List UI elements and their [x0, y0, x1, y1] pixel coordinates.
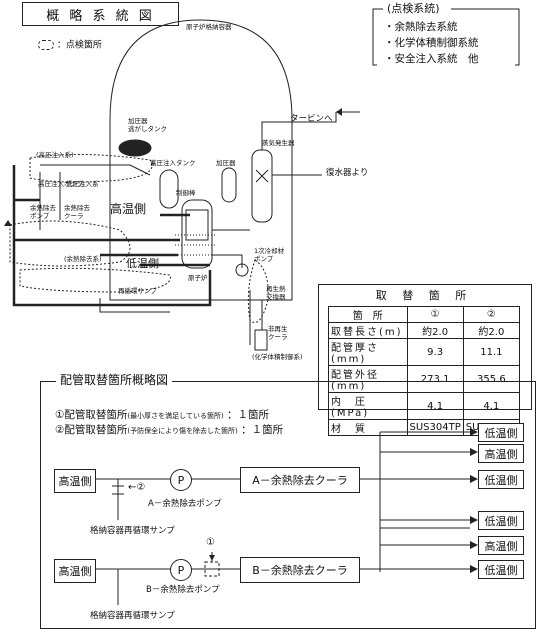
rhr-loop [12, 165, 212, 307]
rhr-cooler-label: 余熱除去 クーラ [64, 204, 90, 220]
accumulator-label: 蓄圧注入タンク [150, 159, 196, 167]
containment-label: 原子炉格納容器 [186, 23, 232, 31]
cloud-icon [38, 40, 54, 50]
hot-side-box-a: 高温側 [54, 469, 96, 493]
inspection-item: ・安全注入系統 他 [384, 53, 479, 65]
note-1-paren: (最小厚さを満足している箇所) [127, 412, 224, 420]
outlet-a-2: 高温側 [478, 444, 524, 463]
note-2-paren: (予防保全により傷を除去した箇所) [127, 427, 238, 435]
inspection-cloud [29, 153, 153, 183]
note-1-count: ：１箇所 [227, 409, 270, 421]
pump-a-label: A－余熱除去ポンプ [148, 499, 222, 509]
outlet-a-1: 低温側 [478, 423, 524, 442]
containment-vessel [109, 19, 293, 301]
note-2-count: ：１箇所 [241, 424, 284, 436]
note-2: ②配管取替箇所(予防保全により傷を除去した箇所) ：１箇所 [55, 425, 283, 436]
inspection-cloud [9, 220, 131, 267]
table-cell: 配管外径(mm) [328, 365, 408, 393]
inspection-item: ・化学体積制御系統 [384, 37, 479, 49]
pump-a-symbol: P [170, 469, 192, 491]
reactor-vessel [181, 199, 213, 269]
rhr-pump-label: 余熱除去 ポンプ [30, 204, 56, 220]
summary-frame [40, 381, 536, 629]
inspection-bracket [372, 8, 520, 66]
outlet-b-1: 低温側 [478, 511, 524, 530]
inspection-cloud [19, 267, 171, 293]
cvcs-label: (化学体積制御系) [252, 353, 303, 361]
replacement-title: 取 替 箇 所 [375, 289, 473, 302]
outlet-b-2: 高温側 [478, 536, 524, 555]
sump-label-a: 格納容器再循環サンプ [90, 526, 175, 536]
note-2-main: ②配管取替箇所 [55, 424, 128, 436]
hp-pump-label: 高圧注入ポンプ [38, 180, 84, 188]
outlet-a-3: 低温側 [478, 470, 524, 489]
rhr-system-label: (余熱除去系) [64, 255, 102, 263]
turbine-label: タービンへ [290, 114, 333, 124]
page-title: 概 略 系 統 図 [22, 2, 179, 26]
cooler-b-box: B－余熱除去クーラ [240, 557, 360, 583]
recirc-sump-label: 再循環サンプ [118, 287, 157, 295]
lp-injection-label: 低圧注入系 [66, 180, 99, 188]
marker-2: ←② [128, 482, 146, 493]
inspection-item: ・余熱除去系統 [384, 21, 458, 33]
flow-arrows [209, 428, 478, 573]
regen-hx-label: 再生熱 交換器 [266, 285, 286, 301]
table-row: 配管厚さ(mm) 9.3 11.1 [328, 338, 521, 366]
table-cell: 4.1 [462, 392, 521, 420]
inspection-cloud [247, 259, 269, 323]
table-cell: 11.1 [462, 338, 521, 366]
pressurizer-label: 加圧器 [216, 159, 236, 167]
sg-label: 蒸気発生器 [262, 139, 295, 147]
hot-leg-label: 高温側 [110, 202, 147, 216]
cooler-a-box: A－余熱除去クーラ [240, 467, 360, 493]
table-cell: 273.1 [406, 365, 464, 393]
hp-injection-label: (高圧注入系) [36, 151, 74, 159]
table-row: 内 圧(MPa) 4.1 4.1 [328, 392, 521, 420]
hot-side-box-b: 高温側 [54, 559, 96, 583]
letdown-cooler-label: 非再生 クーラ [268, 325, 288, 341]
note-1-main: ①配管取替箇所 [55, 409, 128, 421]
table-row: 配管外径(mm) 273.1 355.6 [328, 365, 521, 393]
summary-title: 配管取替箇所概略図 [56, 374, 173, 386]
outlet-b-3: 低温側 [478, 560, 524, 579]
note-1: ①配管取替箇所(最小厚さを満足している箇所) ：１箇所 [55, 410, 269, 421]
sump-label-b: 格納容器再循環サンプ [90, 611, 175, 621]
cold-leg-label: 低温側 [126, 257, 159, 270]
pump-b-symbol: P [170, 559, 192, 581]
pump-b-label: B－余熱除去ポンプ [146, 585, 220, 595]
table-cell: 配管厚さ(mm) [328, 338, 408, 366]
coolant-pump-label: 1次冷却材 ポンプ [254, 247, 285, 263]
table-cell: 4.1 [406, 392, 464, 420]
marker-1: ① [206, 537, 215, 548]
legend-label: ：点検箇所 [56, 40, 102, 51]
feedwater-label: 復水器より [326, 168, 369, 178]
table-row: 取替長さ(m) 約2.0 約2.0 [328, 322, 521, 339]
legend: ：点検箇所 [38, 40, 102, 51]
relief-tank-label: 加圧器 逃がしタンク [128, 117, 167, 133]
reactor-label: 原子炉 [188, 274, 208, 282]
inspection-title: (点検系統) [385, 2, 442, 15]
table-cell: 355.6 [462, 365, 521, 393]
control-rod-label: 制御棒 [176, 189, 196, 197]
